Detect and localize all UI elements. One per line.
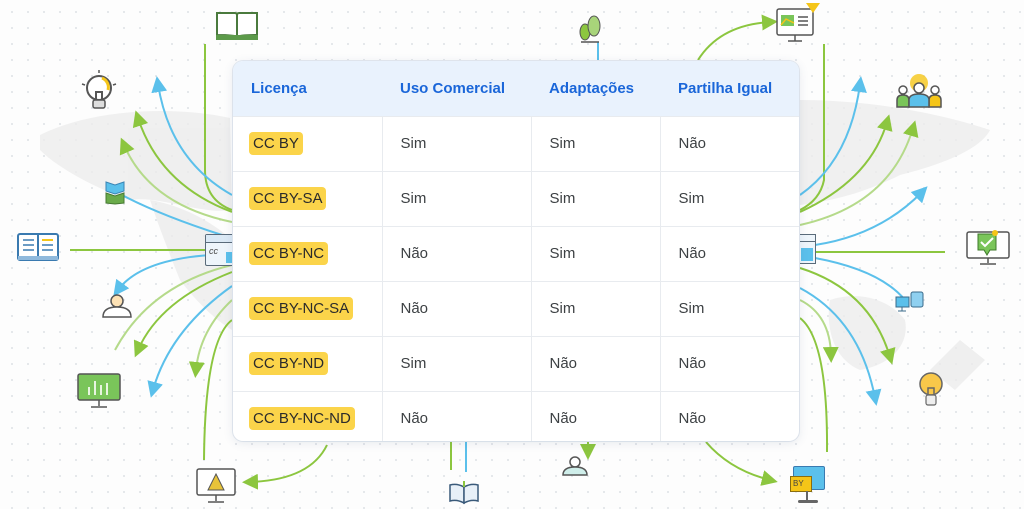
share-alike-cell: Não [660,115,799,171]
lightbulb-icon [81,70,117,109]
lightbulb-yellow-icon [919,372,943,406]
small-book-icon [105,181,125,205]
adaptations-cell: Não [531,390,661,441]
license-badge: CC BY-ND [249,352,329,375]
license-badge: CC BY [249,132,303,155]
adaptations-cell: Sim [531,170,661,226]
devices-icon [895,291,924,312]
license-cell: CC BY [233,115,383,171]
by-license-monitor-icon: BY [790,466,826,506]
adaptations-cell: Sim [531,280,661,336]
monitor-check-icon [966,230,1010,265]
table-row: CC BY-NC-SA Não Sim Sim [233,280,799,336]
share-alike-cell: Sim [660,170,799,226]
table-header-row: Licença Uso Comercial Adaptações Partilh… [233,61,799,116]
license-cell: CC BY-NC [233,225,383,281]
plant-icon [579,15,601,43]
license-cell: CC BY-SA [233,170,383,226]
commercial-cell: Não [382,390,532,441]
license-badge: CC BY-NC-ND [249,407,355,430]
commercial-cell: Não [382,225,532,281]
cc-label: cc [209,246,218,256]
header-adaptations: Adaptações [549,79,635,97]
license-badge: CC BY-NC-SA [249,297,354,320]
right-hub-icon [798,234,816,264]
person-icon [102,294,132,318]
reading-book-icon [17,233,59,261]
presentation-monitor-icon [776,3,820,42]
team-group-icon [896,74,942,108]
share-alike-cell: Não [660,335,799,391]
license-cell: CC BY-NC-SA [233,280,383,336]
license-badge: CC BY-NC [249,242,329,265]
open-book-bottom-icon [449,481,479,505]
header-commercial-use: Uso Comercial [400,79,506,97]
share-alike-cell: Não [660,390,799,441]
adaptations-cell: Sim [531,115,661,171]
table-row: CC BY-NC Não Sim Não [233,225,799,281]
license-comparison-table-card: Licença Uso Comercial Adaptações Partilh… [233,61,799,441]
by-label: BY [793,479,804,488]
commercial-cell: Sim [382,170,532,226]
license-comparison-table: Licença Uso Comercial Adaptações Partilh… [233,61,799,441]
table-row: CC BY-ND Sim Não Não [233,335,799,391]
license-cell: CC BY-NC-ND [233,390,383,441]
table-row: CC BY-SA Sim Sim Sim [233,170,799,226]
share-alike-cell: Sim [660,280,799,336]
header-license: Licença [251,79,307,97]
adaptations-cell: Não [531,335,661,391]
license-cell: CC BY-ND [233,335,383,391]
license-badge: CC BY-SA [249,187,327,210]
header-share-alike: Partilha Igual [678,79,773,97]
commercial-cell: Sim [382,115,532,171]
monitor-warning-icon [196,468,236,503]
table-row: CC BY-NC-ND Não Não Não [233,390,799,441]
cc-license-hub-icon: cc [205,234,235,266]
person-bottom-icon [562,456,588,476]
table-row: CC BY Sim Sim Não [233,115,799,171]
share-alike-cell: Não [660,225,799,281]
monitor-chart-icon [77,373,121,408]
commercial-cell: Não [382,280,532,336]
open-book-icon [216,12,258,40]
adaptations-cell: Sim [531,225,661,281]
commercial-cell: Sim [382,335,532,391]
